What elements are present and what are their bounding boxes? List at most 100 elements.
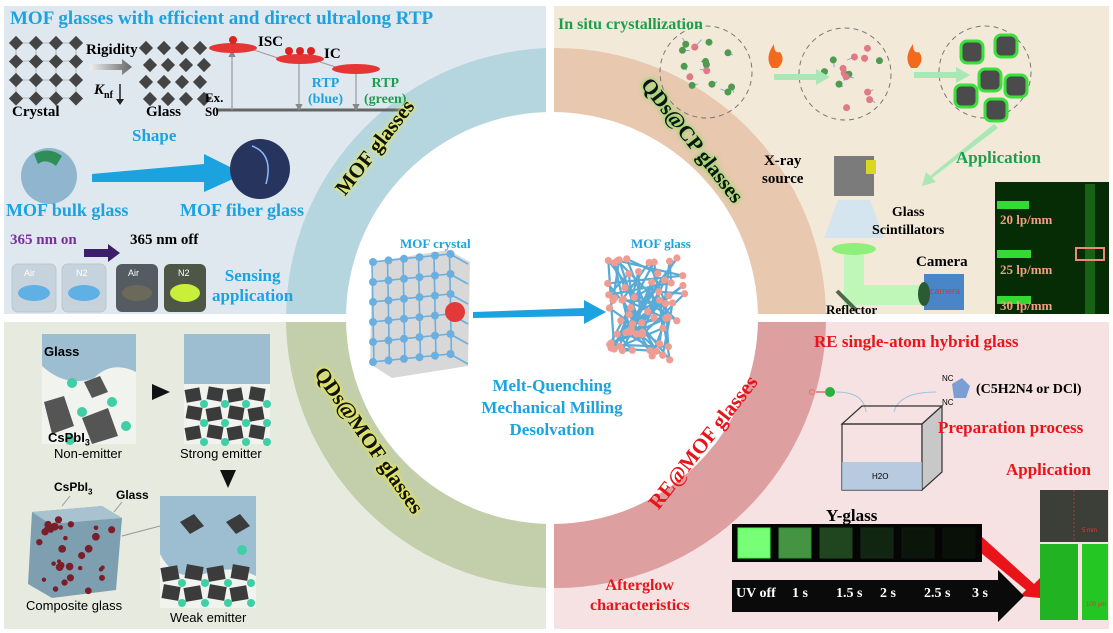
lattice-node — [415, 313, 424, 322]
panel-title: RE single-atom hybrid glass — [814, 332, 1019, 351]
uv-switch-arrow — [84, 244, 120, 262]
afterglow-sample — [778, 527, 812, 559]
lattice-node — [138, 40, 154, 56]
octahedron — [247, 406, 265, 422]
qds-mof-graphics — [28, 322, 546, 608]
cspbi3-sub: 3 — [84, 437, 90, 448]
sensing-line2: application — [212, 286, 294, 305]
lattice-node — [138, 74, 154, 90]
octahedron — [184, 387, 202, 403]
scale-bar-5mm: 5 mm — [1082, 528, 1097, 534]
xray-line1: X-ray — [763, 153, 802, 169]
octahedron — [229, 585, 249, 602]
scintillator-icon — [832, 243, 876, 255]
lattice-node — [28, 54, 44, 69]
time-label: 2.5 s — [924, 586, 951, 601]
formula-label: (C5H2N4 or DCl) — [976, 382, 1082, 397]
lattice-node — [174, 40, 190, 56]
lattice-node — [8, 72, 24, 88]
sensing-vials — [11, 263, 206, 313]
octahedron — [207, 584, 227, 601]
yglass-label: Y-glass — [826, 506, 878, 525]
metal-node — [682, 40, 690, 48]
uv-off-label: 365 nm off — [130, 232, 199, 248]
quantum-dot — [953, 83, 979, 109]
application-image-bottom-right — [1082, 544, 1108, 620]
metal-node — [839, 64, 847, 72]
lattice-node — [192, 74, 208, 90]
scale-bar-100um: 100 μm — [1086, 602, 1107, 608]
lattice-node — [196, 57, 212, 73]
reflector-label: Reflector — [826, 302, 878, 314]
mof-crystal-label: MOF crystal — [400, 236, 471, 251]
metal-node — [835, 80, 843, 88]
rigidity-label: Rigidity — [86, 42, 138, 58]
qd-particle — [99, 574, 105, 581]
vial-label: Air — [24, 268, 35, 278]
metal-node — [866, 96, 874, 104]
qd-particle — [77, 565, 83, 571]
afterglow-sample — [901, 527, 935, 559]
panel-re-mof-glasses: RE single-atom hybrid glass NC NC (C5H2N… — [554, 322, 1109, 629]
metal-node — [728, 83, 736, 91]
qd-particle — [84, 587, 92, 595]
stage-arrow — [774, 69, 830, 85]
metal-node — [863, 44, 871, 52]
camera-label: Camera — [916, 254, 968, 270]
mof-bulk-glass-photo — [21, 148, 77, 204]
nc-label: NC — [942, 374, 954, 383]
qd-particle — [36, 538, 43, 546]
method-melt-quenching: Melt-Quenching — [492, 376, 612, 395]
nc-label: NC — [942, 398, 954, 407]
sensing-line1: Sensing — [224, 266, 281, 285]
metal-node — [703, 67, 711, 75]
lattice-bond — [371, 313, 451, 323]
lattice-node — [28, 35, 44, 51]
composite-cspbi3-text: CsPbI — [54, 480, 89, 494]
mof-fiber-glass-photo — [230, 139, 290, 199]
qd-particle — [41, 577, 47, 582]
shape-label: Shape — [132, 126, 177, 145]
time-label: 1.5 s — [836, 586, 863, 601]
vial-label: N2 — [76, 268, 88, 278]
metal-node — [691, 43, 699, 51]
qd-particle — [63, 535, 68, 541]
lattice-node — [8, 54, 24, 69]
composite-cspbi3-label: CsPbI3 — [54, 480, 92, 496]
application-arrow — [922, 124, 998, 186]
qd-particle — [91, 532, 100, 541]
qd-particle — [61, 579, 68, 586]
time-label: 2 s — [880, 586, 896, 601]
octahedron — [185, 405, 203, 421]
resolution-label: 30 lp/mm — [1000, 298, 1053, 313]
tn-level — [276, 54, 324, 64]
lattice-node — [178, 57, 194, 73]
cs-ion — [221, 438, 229, 446]
lattice-node — [156, 74, 172, 90]
quantum-dot — [993, 33, 1019, 59]
rtp-blue-line2: (blue) — [308, 92, 343, 107]
metal-node — [850, 53, 858, 61]
cs-ion — [200, 419, 208, 427]
cs-ion — [221, 400, 229, 408]
qd-particle — [108, 526, 116, 534]
afterglow-sample — [737, 527, 771, 559]
method-mechanical-milling: Mechanical Milling — [481, 398, 623, 417]
panel-mof-glasses: MOF glasses with efficient and direct ul… — [4, 6, 546, 314]
metal-node — [875, 57, 883, 65]
s0-label: S0 — [205, 104, 219, 119]
qd-particle — [51, 561, 56, 566]
imidazole-icon — [952, 378, 970, 398]
ex-label: Ex. — [205, 90, 224, 105]
afterglow-line2: characteristics — [590, 597, 690, 614]
lattice-node — [48, 72, 64, 88]
resolution-label: 20 lp/mm — [1000, 212, 1053, 227]
uv-on-label: 365 nm on — [10, 232, 77, 248]
octahedron — [183, 585, 203, 602]
transition-arrow-right — [152, 384, 170, 400]
cspbi3-label: CsPbI3 — [48, 430, 90, 448]
lattice-node — [142, 57, 158, 73]
octahedron — [227, 405, 245, 421]
composite-glass-pointer-label: Glass — [116, 488, 149, 502]
qd-particle — [66, 574, 74, 582]
